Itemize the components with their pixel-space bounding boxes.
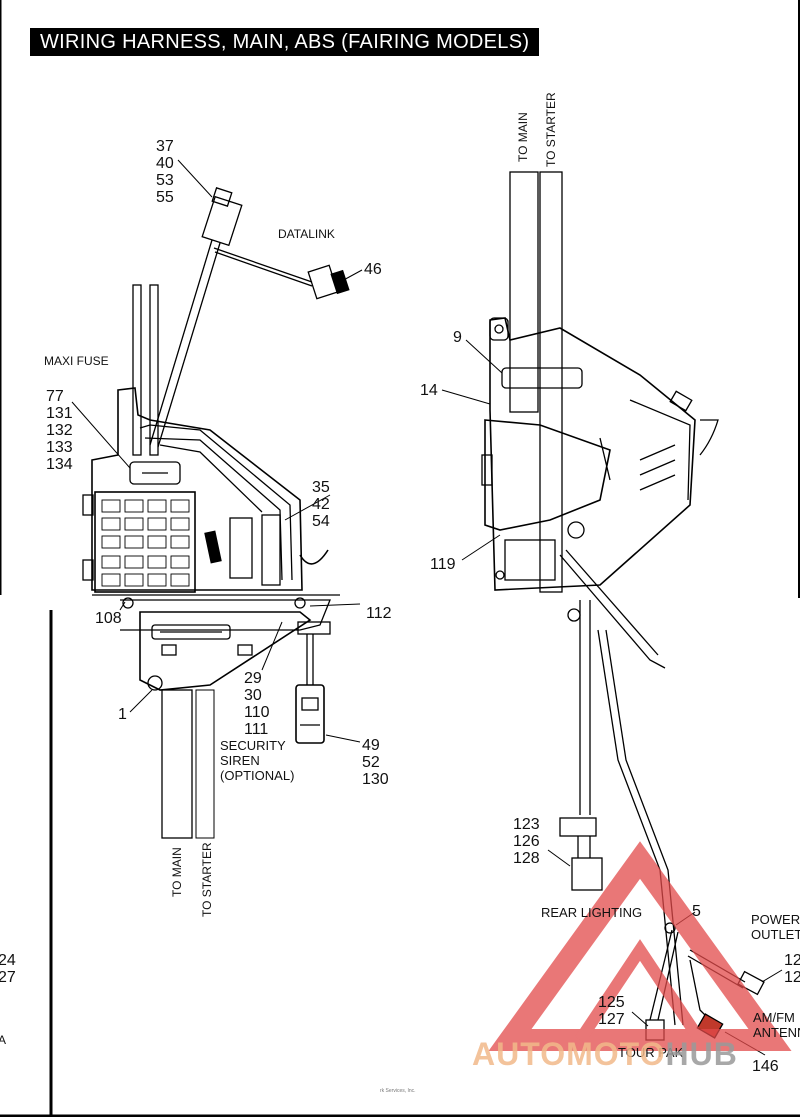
callout-number: 125 <box>598 994 625 1011</box>
callout-5: 5 <box>692 903 701 920</box>
label-line: POWER <box>751 912 800 927</box>
callout-9: 9 <box>453 329 462 346</box>
callout-125-127: 125 127 <box>598 994 625 1028</box>
callout-number: 40 <box>156 155 174 172</box>
callout-number: 131 <box>46 405 73 422</box>
callout-112: 112 <box>366 605 392 622</box>
callout-146: 146 <box>752 1058 779 1075</box>
callout-number: 27 <box>0 969 16 986</box>
callout-number: 35 <box>312 479 330 496</box>
callout-number: 132 <box>46 422 73 439</box>
power-outlet-label: POWER OUTLET <box>751 912 800 942</box>
callout-number: 24 <box>0 952 16 969</box>
watermark-hub: HUB <box>665 1036 738 1072</box>
callout-number: 134 <box>46 456 73 473</box>
callout-number: 127 <box>598 1011 625 1028</box>
label-line: (OPTIONAL) <box>220 768 295 783</box>
left-starter-conduit <box>195 689 215 839</box>
callout-number: 53 <box>156 172 174 189</box>
callout-number: 55 <box>156 189 174 206</box>
watermark-moto: MOTO <box>566 1036 666 1072</box>
am-fm-antenna-label: AM/FM ANTENNA <box>753 1010 800 1040</box>
right-to-main-label: TO MAIN <box>516 112 530 162</box>
right-harness-assembly <box>481 171 765 1041</box>
callout-number: 110 <box>244 704 270 721</box>
callout-number: 123 <box>513 816 540 833</box>
callout-29-111: 29 30 110 111 <box>244 670 270 738</box>
callout-cut-12: 12 12 <box>784 952 800 986</box>
callout-number: 30 <box>244 687 262 704</box>
callout-number: 54 <box>312 513 330 530</box>
copyright-note: rk Services, Inc. <box>380 1088 416 1094</box>
label-line: SECURITY <box>220 738 286 753</box>
left-to-starter-label: TO STARTER <box>200 842 214 917</box>
callout-77-134: 77 131 132 133 134 <box>46 388 73 473</box>
callout-number: 111 <box>244 721 269 738</box>
watermark-triangle <box>488 841 792 1051</box>
right-starter-conduit <box>539 171 563 593</box>
callout-35-54: 35 42 54 <box>312 479 330 530</box>
callout-number: 52 <box>362 754 380 771</box>
tour-pak-label: TOUR PAK <box>618 1045 684 1060</box>
watermark-logo: AUTOMOTOHUB <box>472 1036 738 1073</box>
callout-number: 130 <box>362 771 389 788</box>
callout-number: 37 <box>156 138 174 155</box>
callout-number: 133 <box>46 439 73 456</box>
label-line: OUTLET <box>751 927 800 942</box>
right-to-starter-label: TO STARTER <box>544 92 558 167</box>
left-harness-assembly <box>82 187 350 839</box>
left-to-main-label: TO MAIN <box>170 847 184 897</box>
label-line: AM/FM <box>753 1010 795 1025</box>
callout-108: 108 <box>95 610 122 627</box>
callout-number: 12 <box>784 969 800 986</box>
datalink-label: DATALINK <box>278 227 335 241</box>
callout-14: 14 <box>420 382 438 399</box>
label-line: ANTENNA <box>753 1025 800 1040</box>
rear-lighting-label: REAR LIGHTING <box>541 905 643 920</box>
callout-number: 128 <box>513 850 540 867</box>
callout-number: 29 <box>244 670 262 687</box>
callout-number: 49 <box>362 737 380 754</box>
security-siren-label: SECURITY SIREN (OPTIONAL) <box>220 738 294 783</box>
callout-number: 42 <box>312 496 330 513</box>
callout-119: 119 <box>430 556 456 573</box>
callout-46: 46 <box>364 261 382 278</box>
callout-number: 126 <box>513 833 540 850</box>
callout-37-55: 37 40 53 55 <box>156 138 174 206</box>
callout-1: 1 <box>118 706 127 723</box>
edge-callout-a: A <box>0 1033 7 1047</box>
callout-49-130: 49 52 130 <box>362 737 389 788</box>
label-line: SIREN <box>220 753 260 768</box>
callout-number: 77 <box>46 388 64 405</box>
watermark-auto: AUTO <box>472 1036 567 1072</box>
edge-callouts: 24 27 <box>0 952 16 986</box>
maxi-fuse-label: MAXI FUSE <box>44 354 109 368</box>
callout-123-128: 123 126 128 <box>513 816 540 867</box>
callout-number: 12 <box>784 952 800 969</box>
diagram-title: WIRING HARNESS, MAIN, ABS (FAIRING MODEL… <box>30 28 540 56</box>
